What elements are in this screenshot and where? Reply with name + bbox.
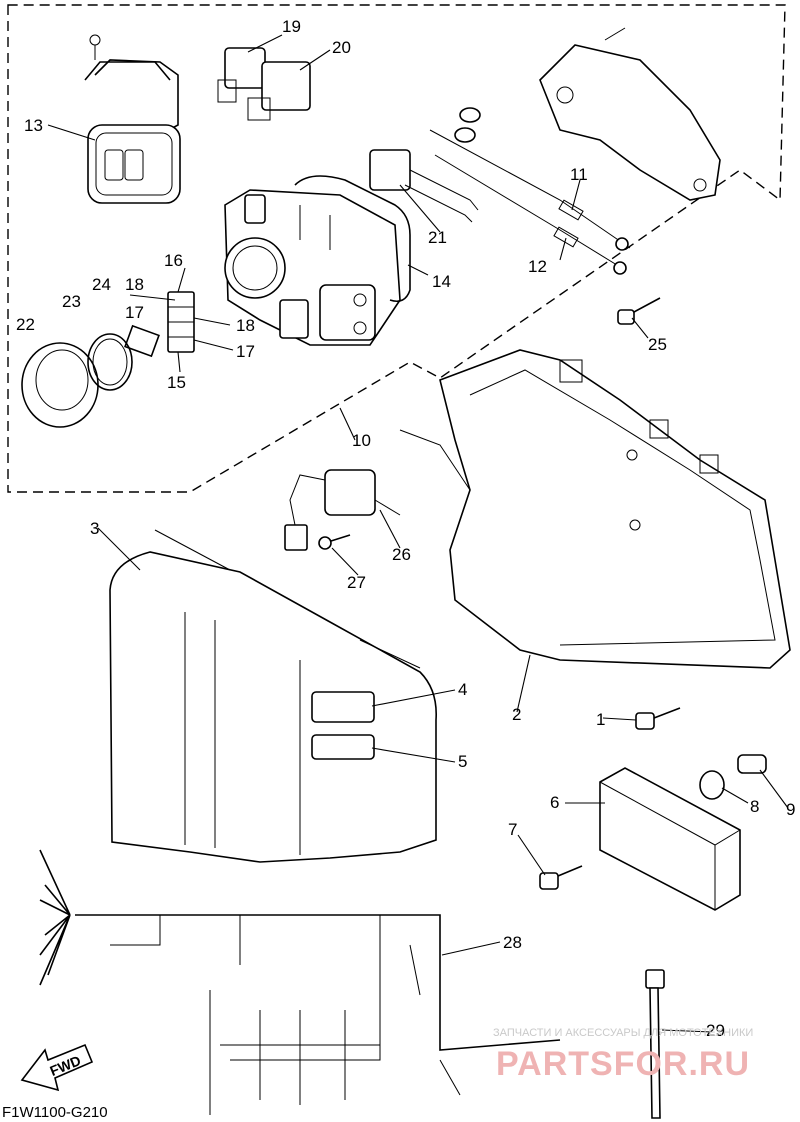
callout-labels: 1 2 3 4 5 6 7 8 9 10 11 12 13 14 15 16 1… bbox=[16, 17, 795, 1040]
callout-4: 4 bbox=[458, 680, 467, 699]
callout-26: 26 bbox=[392, 545, 411, 564]
throttle-body bbox=[224, 189, 401, 346]
part-11-12-fittings bbox=[429, 107, 631, 275]
part-28-harness bbox=[39, 849, 561, 1115]
callout-16: 16 bbox=[164, 251, 183, 270]
watermark: ЗАПЧАСТИ И АКСЕССУАРЫ ДЛЯ МОТОТЕХНИКИ PA… bbox=[493, 1027, 753, 1083]
callout-28: 28 bbox=[503, 933, 522, 952]
callout-7: 7 bbox=[508, 820, 517, 839]
fwd-label: FWD bbox=[48, 1052, 84, 1079]
part-19-20-relays bbox=[217, 47, 311, 121]
watermark-brand: PARTSFOR.RU bbox=[496, 1045, 750, 1083]
part-23-ring bbox=[87, 333, 133, 391]
mounting-plate bbox=[539, 27, 721, 201]
part-6-ecu bbox=[599, 767, 741, 911]
part-2-housing bbox=[399, 349, 791, 669]
subassembly-boundary-10 bbox=[7, 4, 786, 493]
callout-11: 11 bbox=[570, 165, 588, 184]
callout-21: 21 bbox=[428, 228, 447, 247]
part-29-cable-tie bbox=[645, 969, 665, 1119]
callout-25: 25 bbox=[648, 335, 667, 354]
callout-29: 29 bbox=[706, 1021, 725, 1040]
callout-5: 5 bbox=[458, 752, 467, 771]
callout-20: 20 bbox=[332, 38, 351, 57]
callout-15: 15 bbox=[167, 373, 186, 392]
part-25-bolt bbox=[617, 297, 661, 325]
callout-22: 22 bbox=[16, 315, 35, 334]
part-22-cap bbox=[21, 342, 99, 428]
callout-18-left: 18 bbox=[125, 275, 144, 294]
callout-6: 6 bbox=[550, 793, 559, 812]
drawing-code: F1W1100-G210 bbox=[2, 1104, 108, 1121]
callout-18-right: 18 bbox=[236, 316, 255, 335]
callout-10: 10 bbox=[352, 431, 371, 450]
callout-17-right: 17 bbox=[236, 342, 255, 361]
watermark-tagline: ЗАПЧАСТИ И АКСЕССУАРЫ ДЛЯ МОТОТЕХНИКИ bbox=[493, 1027, 753, 1039]
callout-12: 12 bbox=[528, 257, 547, 276]
part-26-sensor-harness bbox=[284, 469, 401, 551]
part-1-bolt bbox=[635, 707, 681, 730]
callout-24: 24 bbox=[92, 275, 111, 294]
part-9-collar bbox=[737, 754, 767, 774]
callout-19: 19 bbox=[282, 17, 301, 36]
part-13-cover bbox=[84, 34, 181, 204]
part-3-cover bbox=[109, 529, 437, 863]
callout-8: 8 bbox=[750, 797, 759, 816]
fwd-arrow: FWD bbox=[20, 1043, 94, 1092]
callout-27: 27 bbox=[347, 573, 366, 592]
part-7-bolt bbox=[539, 865, 583, 890]
callout-1: 1 bbox=[596, 710, 605, 729]
callout-23: 23 bbox=[62, 292, 81, 311]
part-21-sensor bbox=[369, 149, 479, 223]
callout-9: 9 bbox=[786, 800, 795, 819]
callout-2: 2 bbox=[512, 705, 521, 724]
callout-17-left: 17 bbox=[125, 303, 144, 322]
part-8-grommet bbox=[699, 770, 725, 800]
part-27-screw bbox=[318, 534, 351, 550]
leader-lines bbox=[47, 34, 789, 1033]
callout-13: 13 bbox=[24, 116, 43, 135]
part-14-gasket bbox=[294, 175, 411, 303]
part-15-18-connectors bbox=[124, 291, 195, 358]
callout-3: 3 bbox=[90, 519, 99, 538]
callout-14: 14 bbox=[432, 272, 451, 291]
